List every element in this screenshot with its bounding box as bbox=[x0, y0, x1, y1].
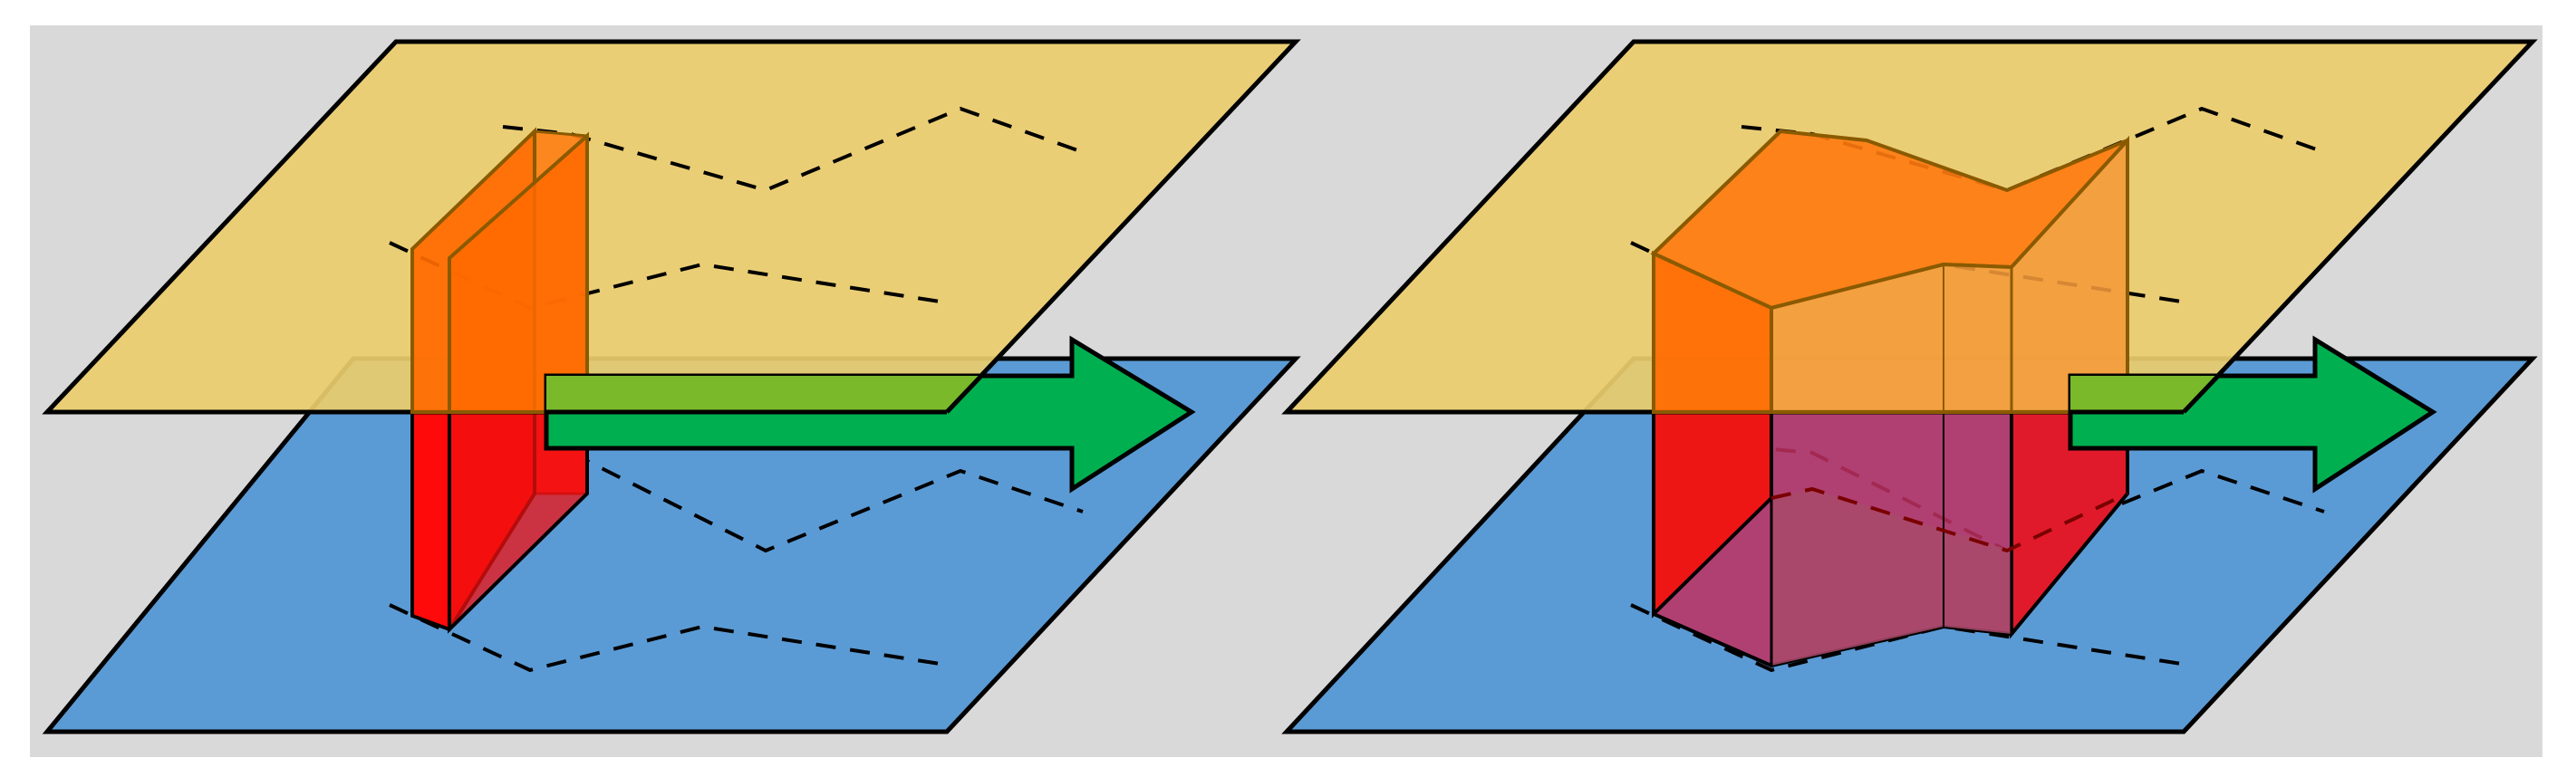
volume-top-left-edge bbox=[1652, 130, 1782, 255]
top-plane-edge-over-arrow-right bbox=[2182, 372, 2222, 414]
arrow-left-overlap bbox=[546, 376, 979, 412]
top-plane-edge-over-arrow-left bbox=[945, 373, 984, 414]
volume-hidden-curve-right bbox=[1770, 486, 2128, 553]
panel-left bbox=[42, 39, 1301, 734]
dashed-line-bottom-lower-right bbox=[1630, 603, 2194, 673]
dashed-line-bottom-lower-left bbox=[389, 603, 952, 673]
arrow-right-overlap bbox=[2070, 376, 2218, 412]
panel-right bbox=[1281, 39, 2538, 734]
